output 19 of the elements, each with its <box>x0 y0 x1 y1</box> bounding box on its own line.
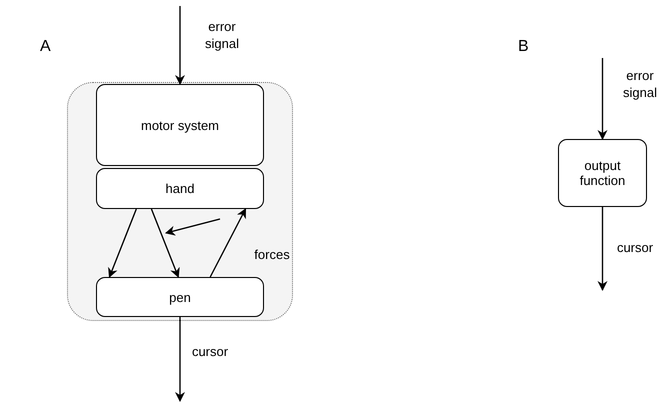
arrow <box>150 208 180 278</box>
component-box: motor system <box>96 84 264 166</box>
component-box: pen <box>96 277 264 317</box>
edge-label: error signal <box>204 18 240 52</box>
arrow <box>598 207 608 291</box>
arrow <box>598 58 608 140</box>
process-box: output function <box>558 139 647 207</box>
arrow <box>108 208 137 278</box>
system-group-box <box>67 82 293 321</box>
panel-label: B <box>518 38 529 56</box>
panel-label: A <box>40 38 51 56</box>
arrow <box>210 208 246 278</box>
arrow <box>175 6 185 85</box>
component-box: hand <box>96 168 264 209</box>
edge-label: forces <box>253 246 291 263</box>
edge-label: cursor <box>190 343 230 360</box>
arrow <box>175 317 185 402</box>
edge-label: cursor <box>616 239 654 256</box>
edge-label: error signal <box>622 67 658 101</box>
